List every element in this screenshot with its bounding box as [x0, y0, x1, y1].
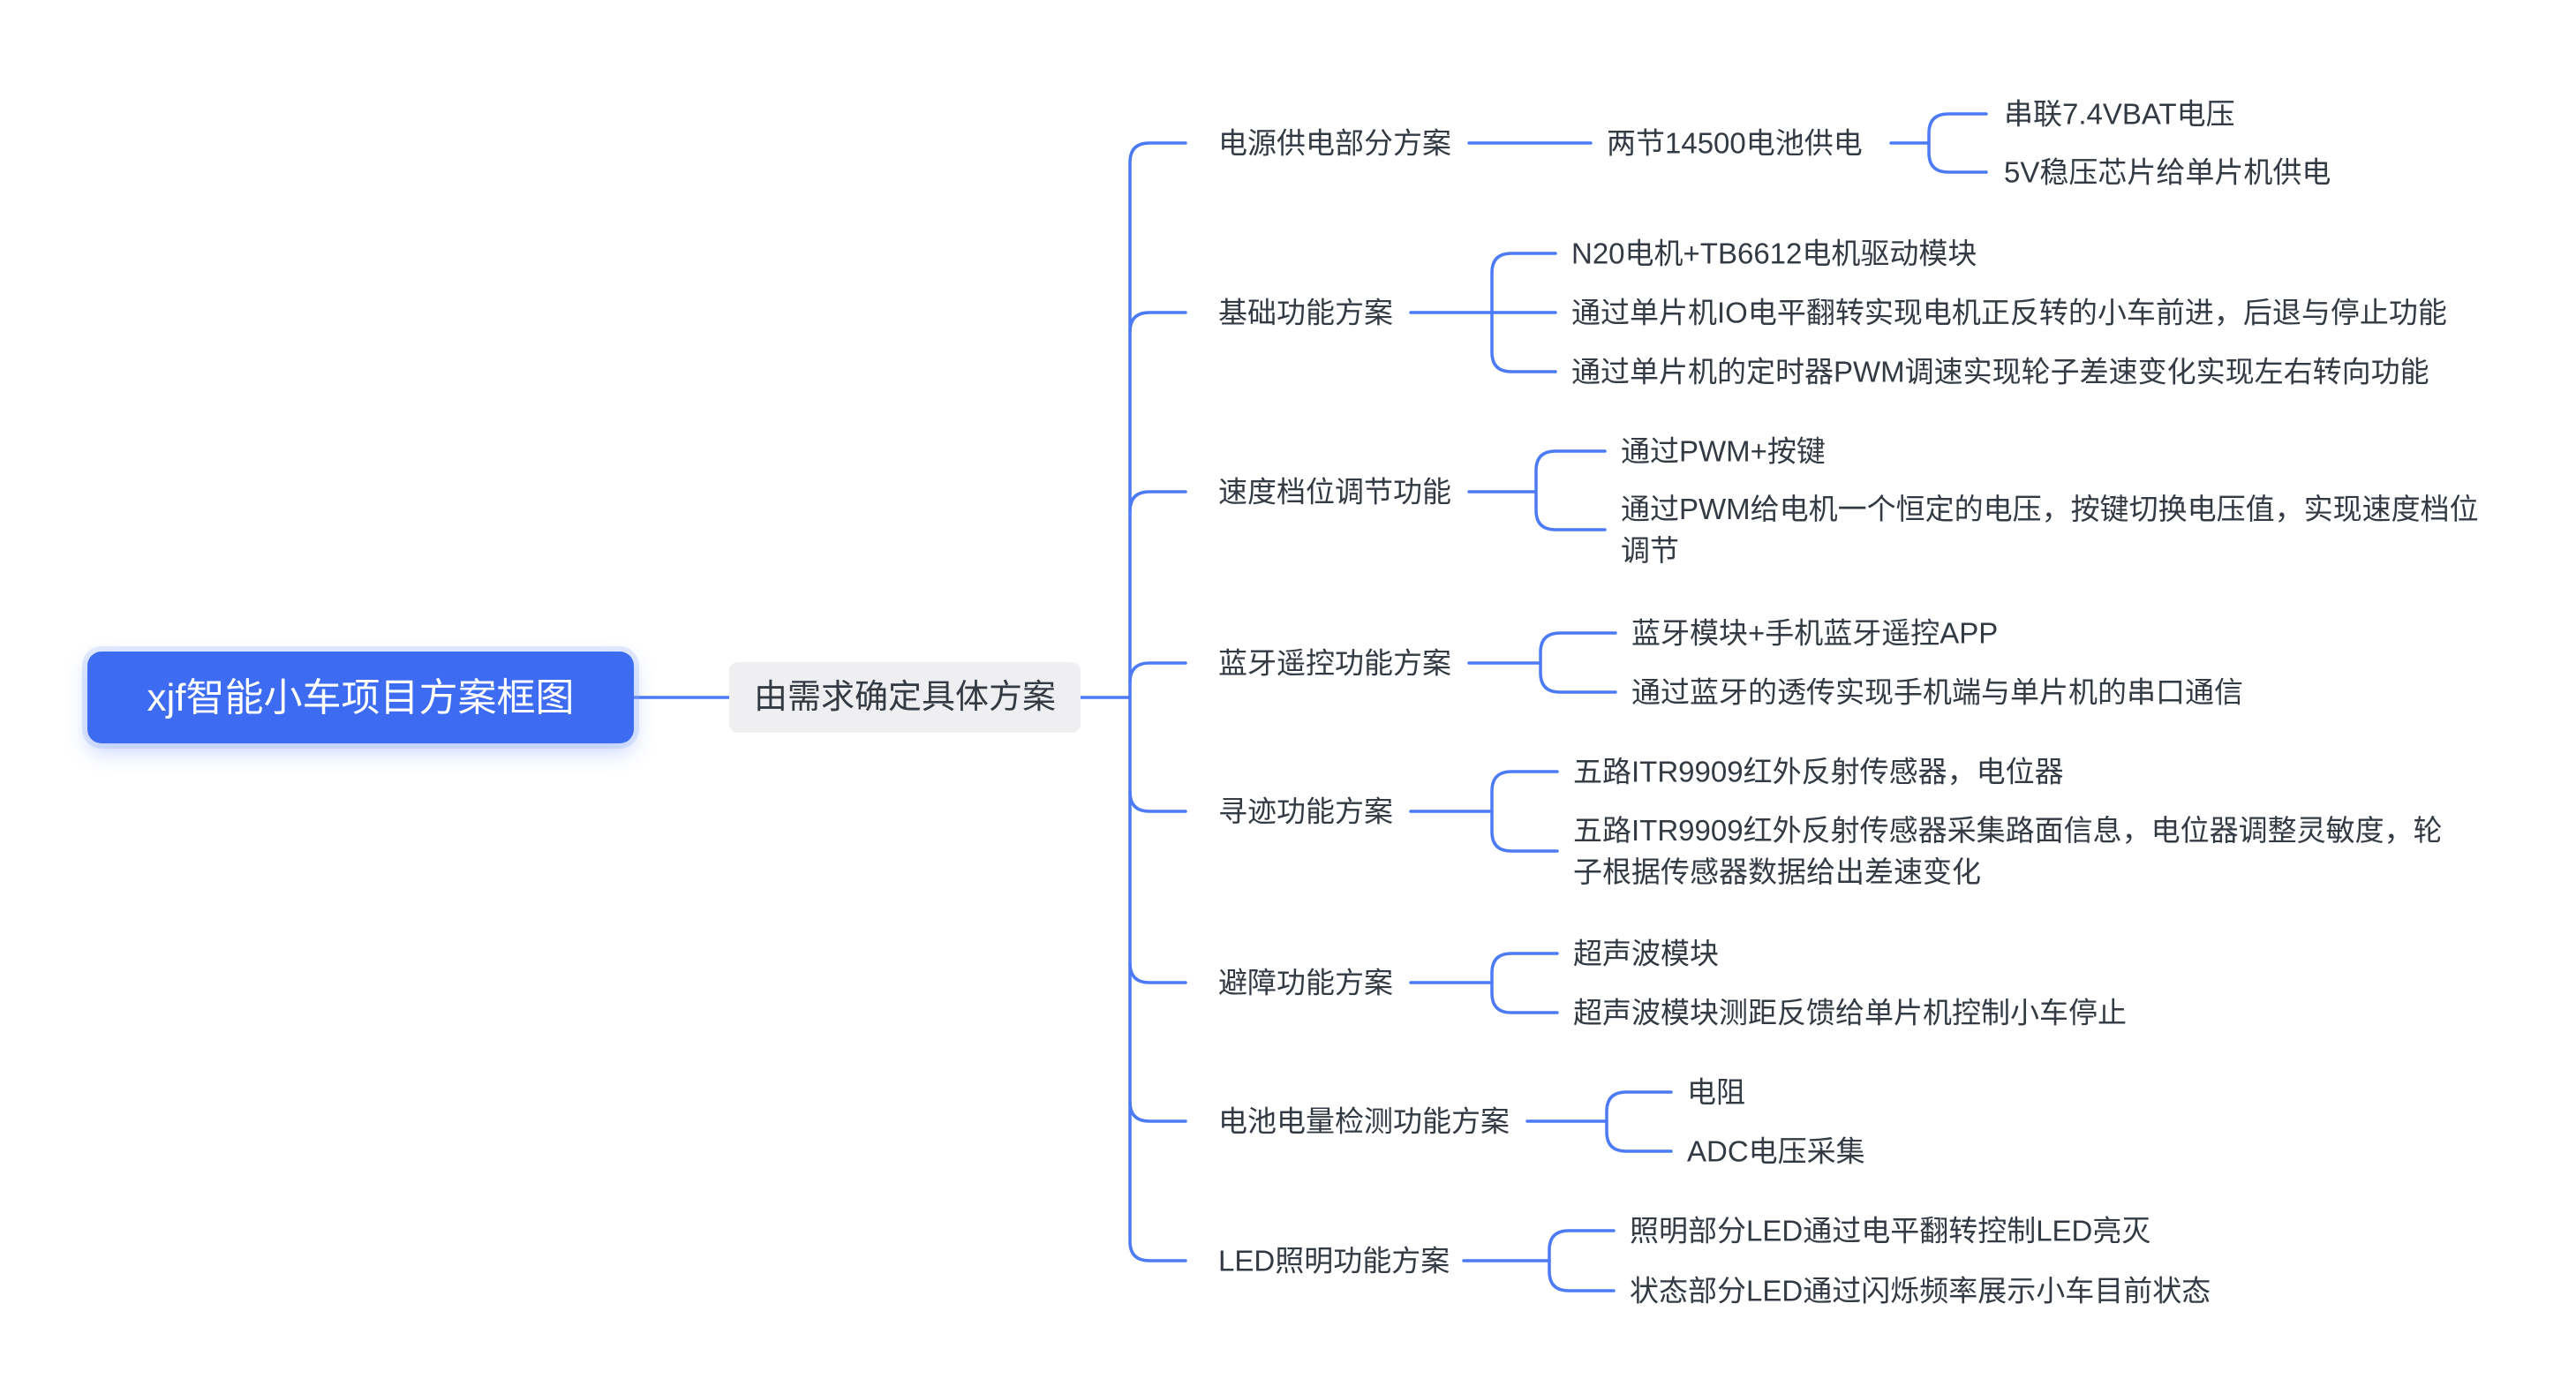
node-bt-module-app[interactable]: 蓝牙模块+手机蓝牙遥控APP [1631, 616, 1999, 650]
node-resistor[interactable]: 电阻 [1687, 1075, 1745, 1109]
edge-battery-level-bracket [1605, 1090, 1673, 1153]
branch-obstacle-avoidance[interactable]: 避障功能方案 [1218, 966, 1393, 999]
node-ultrasonic-stop[interactable]: 超声波模块测距反馈给单片机控制小车停止 [1573, 996, 2127, 1029]
leaf-series-7v4-vbat[interactable]: 串联7.4VBAT电压 [2004, 97, 2235, 131]
branch-basic-function[interactable]: 基础功能方案 [1218, 296, 1393, 329]
edge-elbow-basic-function [1128, 311, 1187, 334]
branch-line-tracking[interactable]: 寻迹功能方案 [1218, 795, 1393, 828]
branch-battery-level[interactable]: 电池电量检测功能方案 [1218, 1104, 1510, 1138]
root-node[interactable]: xjf智能小车项目方案框图 [87, 652, 634, 743]
node-led-lighting-control[interactable]: 照明部分LED通过电平翻转控制LED亮灭 [1630, 1214, 2151, 1247]
edge-tracking-bracket [1490, 770, 1559, 853]
node-pwm-differential-steering[interactable]: 通过单片机的定时器PWM调速实现轮子差速变化实现左右转向功能 [1571, 355, 2429, 388]
edge-led-bracket [1548, 1229, 1616, 1292]
branch-bluetooth-remote[interactable]: 蓝牙遥控功能方案 [1218, 646, 1451, 680]
edge-battery-leaf-bracket [1927, 112, 1988, 174]
edge-elbow-bluetooth [1128, 661, 1187, 684]
node-bt-transparent-uart[interactable]: 通过蓝牙的透传实现手机端与单片机的串口通信 [1631, 675, 2243, 709]
node-adc-sampling[interactable]: ADC电压采集 [1687, 1134, 1865, 1168]
branch-speed-gear[interactable]: 速度档位调节功能 [1218, 475, 1451, 509]
node-led-status-blink[interactable]: 状态部分LED通过闪烁频率展示小车目前状态 [1630, 1274, 2211, 1307]
edge-elbow-obstacle [1128, 961, 1187, 984]
node-itr9909-sensors[interactable]: 五路ITR9909红外反射传感器，电位器 [1573, 755, 2064, 788]
leaf-5v-regulator[interactable]: 5V稳压芯片给单片机供电 [2004, 155, 2331, 189]
edge-elbow-line-tracking [1128, 790, 1187, 813]
node-io-flip-motion[interactable]: 通过单片机IO电平翻转实现电机正反转的小车前进，后退与停止功能 [1571, 296, 2447, 329]
node-ultrasonic-module[interactable]: 超声波模块 [1573, 937, 1719, 970]
edge-trunk [1128, 141, 1187, 1262]
node-pwm-voltage-gears[interactable]: 通过PWM给电机一个恒定的电压，按键切换电压值，实现速度档位调节 [1621, 493, 2479, 567]
hub-node[interactable]: 由需求确定具体方案 [729, 662, 1081, 733]
branch-led-lighting[interactable]: LED照明功能方案 [1218, 1244, 1450, 1277]
edge-elbow-battery-level [1128, 1100, 1187, 1123]
edge-speed-bracket [1534, 449, 1607, 531]
branch-power-supply[interactable]: 电源供电部分方案 [1218, 126, 1451, 160]
node-pwm-plus-button[interactable]: 通过PWM+按键 [1621, 434, 1826, 468]
node-itr9909-detail[interactable]: 五路ITR9909红外反射传感器采集路面信息，电位器调整灵敏度，轮子根据传感器数… [1573, 814, 2443, 888]
node-battery-14500[interactable]: 两节14500电池供电 [1607, 126, 1863, 160]
node-n20-tb6612[interactable]: N20电机+TB6612电机驱动模块 [1571, 237, 1977, 270]
edge-elbow-speed-gear [1128, 490, 1187, 513]
edge-obstacle-bracket [1490, 952, 1559, 1014]
edge-bluetooth-bracket [1539, 631, 1617, 694]
